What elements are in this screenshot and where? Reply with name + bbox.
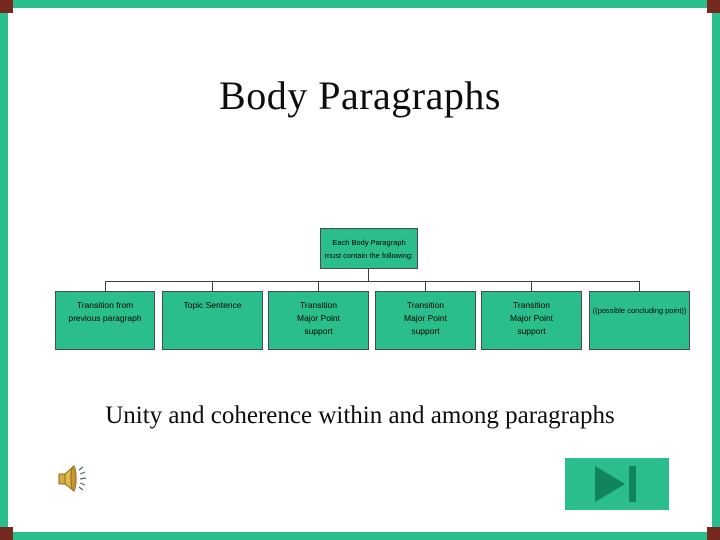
connector-horizontal bbox=[105, 281, 640, 282]
connector-stub bbox=[212, 281, 213, 291]
orgchart-box-line: support bbox=[517, 326, 546, 336]
orgchart-box-line: Topic Sentence bbox=[183, 300, 242, 310]
orgchart-root-line: must contain the following: bbox=[324, 251, 414, 260]
orgchart-root-line: Each Body Paragraph bbox=[332, 238, 406, 247]
orgchart-box-line: ((possible concluding point)) bbox=[592, 306, 687, 315]
skip-forward-icon bbox=[595, 466, 636, 502]
corner-accent-top-left bbox=[0, 0, 13, 13]
connector-stub bbox=[318, 281, 319, 291]
orgchart-box-transition-major-point-2: Transition Major Point support bbox=[375, 291, 476, 350]
slide-subtitle: Unity and coherence within and among par… bbox=[105, 402, 615, 429]
orgchart-box-line: previous paragraph bbox=[68, 313, 142, 323]
sound-speaker-icon[interactable] bbox=[56, 461, 88, 495]
orgchart-box-line: support bbox=[304, 326, 333, 336]
connector-stub bbox=[105, 281, 106, 291]
connector-root-vertical bbox=[368, 269, 369, 281]
orgchart-box-topic-sentence: Topic Sentence bbox=[162, 291, 263, 350]
slide-title: Body Paragraphs bbox=[219, 73, 501, 118]
orgchart-box-transition-major-point-1: Transition Major Point support bbox=[268, 291, 369, 350]
corner-accent-bottom-right bbox=[707, 527, 720, 540]
connector-stub bbox=[425, 281, 426, 291]
orgchart-box-transition-major-point-3: Transition Major Point support bbox=[481, 291, 582, 350]
orgchart-box-line: Transition bbox=[512, 300, 550, 310]
next-slide-button[interactable] bbox=[565, 458, 669, 510]
orgchart-root-box: Each Body Paragraph must contain the fol… bbox=[320, 228, 418, 269]
orgchart-box-line: support bbox=[411, 326, 440, 336]
orgchart-box-line: Major Point bbox=[510, 313, 553, 323]
connector-stub bbox=[531, 281, 532, 291]
corner-accent-top-right bbox=[707, 0, 720, 13]
orgchart-box-line: Major Point bbox=[297, 313, 340, 323]
orgchart-box-line: Transition bbox=[299, 300, 337, 310]
corner-accent-bottom-left bbox=[0, 527, 13, 540]
connector-stub bbox=[639, 281, 640, 291]
orgchart-box-concluding-point: ((possible concluding point)) bbox=[589, 291, 690, 350]
orgchart-box-line: Transition bbox=[406, 300, 444, 310]
orgchart-box-transition-previous: Transition from previous paragraph bbox=[55, 291, 155, 350]
orgchart-box-line: Transition from bbox=[76, 300, 134, 310]
orgchart-box-line: Major Point bbox=[404, 313, 447, 323]
